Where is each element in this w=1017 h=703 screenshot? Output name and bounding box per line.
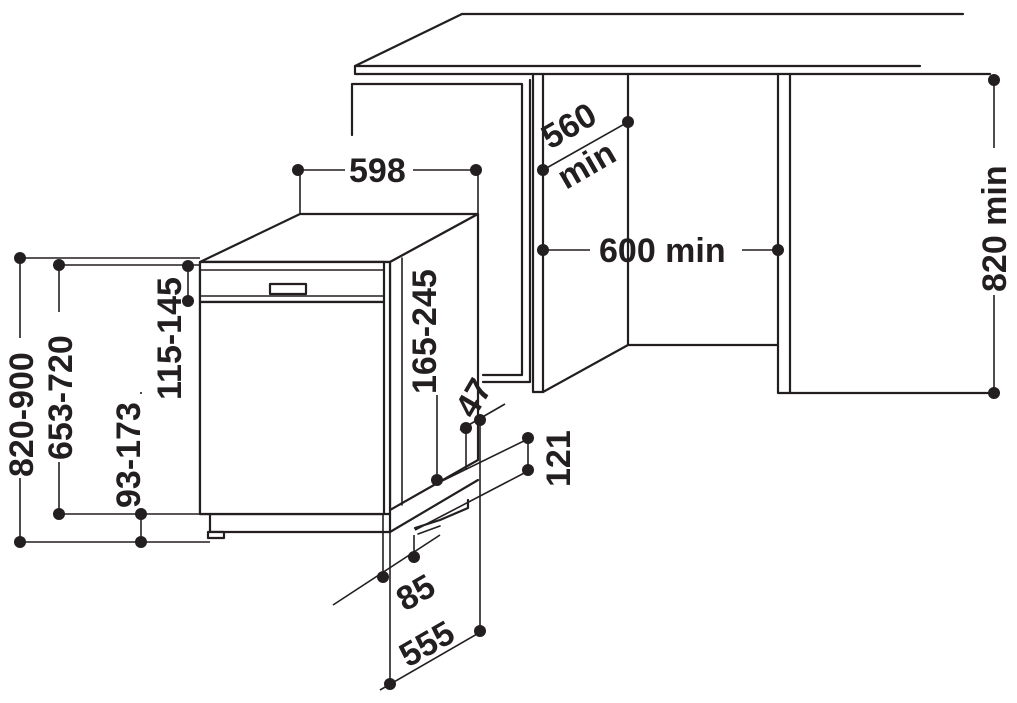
display-window (268, 282, 308, 296)
label-depth-555: 555 (393, 614, 461, 675)
label-body-height: 653-720 (42, 335, 80, 460)
cabinet-niche (350, 72, 992, 395)
dishwasher (198, 212, 480, 540)
front-foot (206, 530, 226, 540)
label-top-115: 115-145 (151, 277, 189, 400)
label-opening-600: 600 min (599, 232, 726, 270)
label-side-165: 165-245 (406, 269, 444, 394)
label-height-820: 820 min (976, 165, 1014, 292)
countertop (353, 12, 992, 76)
dimension-labels: 598 820-900 653-720 93-173 115-145 165-2… (3, 96, 1014, 675)
label-total-height: 820-900 (3, 352, 41, 477)
dimension-lines (14, 74, 1000, 691)
label-width-598: 598 (349, 152, 406, 190)
label-foot-85: 85 (390, 567, 442, 619)
label-foot-93: 93-173 (110, 402, 148, 508)
label-plinth-121: 121 (540, 430, 578, 487)
door-panel (198, 300, 386, 516)
